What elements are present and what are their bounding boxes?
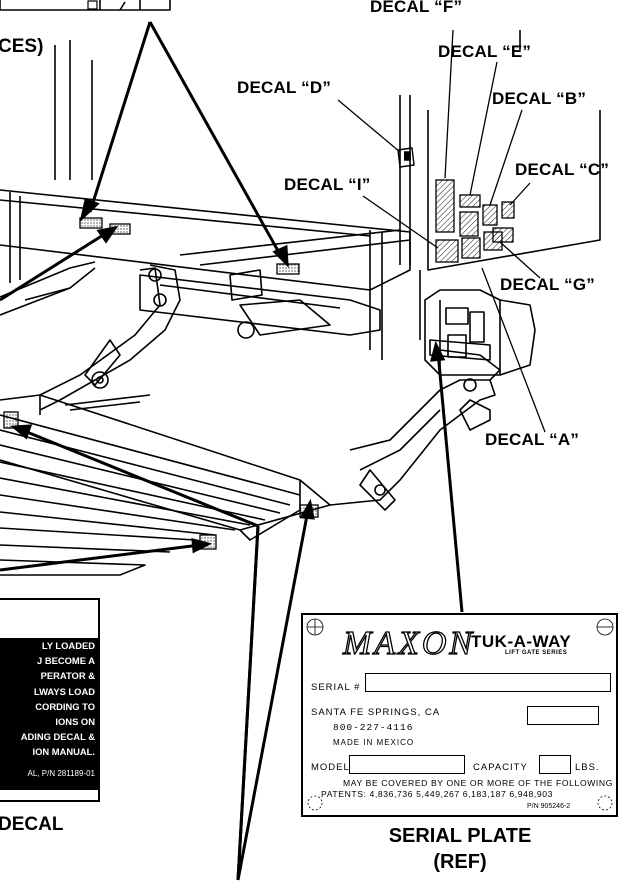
decal-i-label: DECAL “I”: [284, 175, 371, 194]
decal-b-label: DECAL “B”: [492, 89, 587, 108]
patents-line-2: PATENTS: 4,836,736 5,449,267 6,183,187 6…: [321, 789, 554, 799]
leader-serial-plate: [436, 351, 464, 613]
decal-f-label: DECAL “F”: [370, 0, 463, 16]
leader-decal-i: [362, 195, 439, 249]
leader-decal-a: [481, 267, 546, 433]
leader-platform-right: [236, 509, 310, 881]
decal-c-label: DECAL “C”: [515, 160, 610, 179]
city-text: SANTA FE SPRINGS, CA: [311, 707, 441, 718]
capacity-field: [539, 755, 571, 774]
platform-decal-left: [3, 411, 19, 429]
leader-decal-b: [489, 109, 523, 206]
warning-line: LY LOADED: [41, 640, 95, 651]
warning-line: LWAYS LOAD: [33, 685, 95, 697]
tuk-a-way-subtitle: LIFT GATE SERIES: [505, 650, 568, 656]
serial-label: SERIAL #: [311, 682, 361, 693]
plate-part-number: P/N 905246-2: [527, 803, 571, 810]
plate-screw-marks: [306, 618, 614, 811]
tuk-a-way-logo: TUK-A-WAY: [471, 632, 572, 651]
decal-g-left-patch: [461, 237, 481, 259]
warning-decal: LY LOADED J BECOME A PERATOR & LWAYS LOA…: [0, 598, 100, 802]
leader-decal-f: [444, 29, 454, 179]
leader-top-right: [148, 21, 284, 259]
origin-text: MADE IN MEXICO: [333, 738, 415, 747]
leader-left: [0, 230, 109, 302]
decal-e-patch: [459, 194, 481, 208]
decal-e-label: DECAL “E”: [438, 42, 532, 61]
phone-text: 800-227-4116: [333, 722, 414, 733]
warning-line: ADING DECAL &: [20, 731, 95, 743]
warning-line: ION MANUAL.: [32, 746, 96, 758]
serial-plate-ref: (REF): [433, 851, 487, 873]
maxon-logo: MAXON: [342, 624, 476, 662]
decal-i-lower-patch: [435, 239, 459, 263]
decal-a-label: DECAL “A”: [485, 430, 580, 449]
patents-line-1: MAY BE COVERED BY ONE OR MORE OF THE FOL…: [343, 778, 614, 788]
leader-decal-d: [337, 99, 401, 153]
model-label: MODEL: [311, 762, 350, 773]
crossbar-decal-left: [79, 217, 103, 229]
decal-d-label: DECAL “D”: [237, 78, 332, 97]
leader-platform-left: [21, 428, 259, 528]
ces-partial-label: CES): [0, 36, 44, 57]
serial-plate-title: SERIAL PLATE: [388, 825, 532, 847]
warning-line: CORDING TO: [35, 700, 95, 712]
warning-line: IONS ON: [55, 716, 95, 728]
decal-c-patch: [501, 201, 515, 219]
units-label: LBS.: [575, 762, 600, 773]
leader-decal-e: [469, 61, 498, 196]
warning-part-number: AL, P/N 281189-01: [27, 768, 95, 778]
decal-f-patch: [435, 179, 455, 233]
decal-b-patch: [482, 204, 498, 226]
leader-decal-c: [509, 182, 531, 206]
decal-g-right-patch: [492, 227, 514, 243]
leader-top-left: [88, 21, 152, 213]
serial-field: [365, 673, 611, 692]
decal-g-label: DECAL “G”: [500, 275, 595, 294]
decal-partial-label: DECAL: [0, 814, 64, 835]
model-field: [349, 755, 465, 774]
decal-i-patch: [459, 211, 479, 237]
serial-plate: MAXON TUK-A-WAY LIFT GATE SERIES SERIAL …: [301, 613, 618, 817]
leader-platform-bottom: [0, 543, 201, 572]
top-decal-box: [0, 0, 171, 11]
blank-field: [527, 706, 599, 725]
warning-line: J BECOME A: [37, 655, 95, 667]
leader-decal-g: [499, 241, 541, 279]
capacity-label: CAPACITY: [473, 762, 528, 773]
warning-line: PERATOR &: [40, 670, 95, 682]
warning-decal-text: LY LOADED J BECOME A PERATOR & LWAYS LOA…: [0, 638, 98, 790]
